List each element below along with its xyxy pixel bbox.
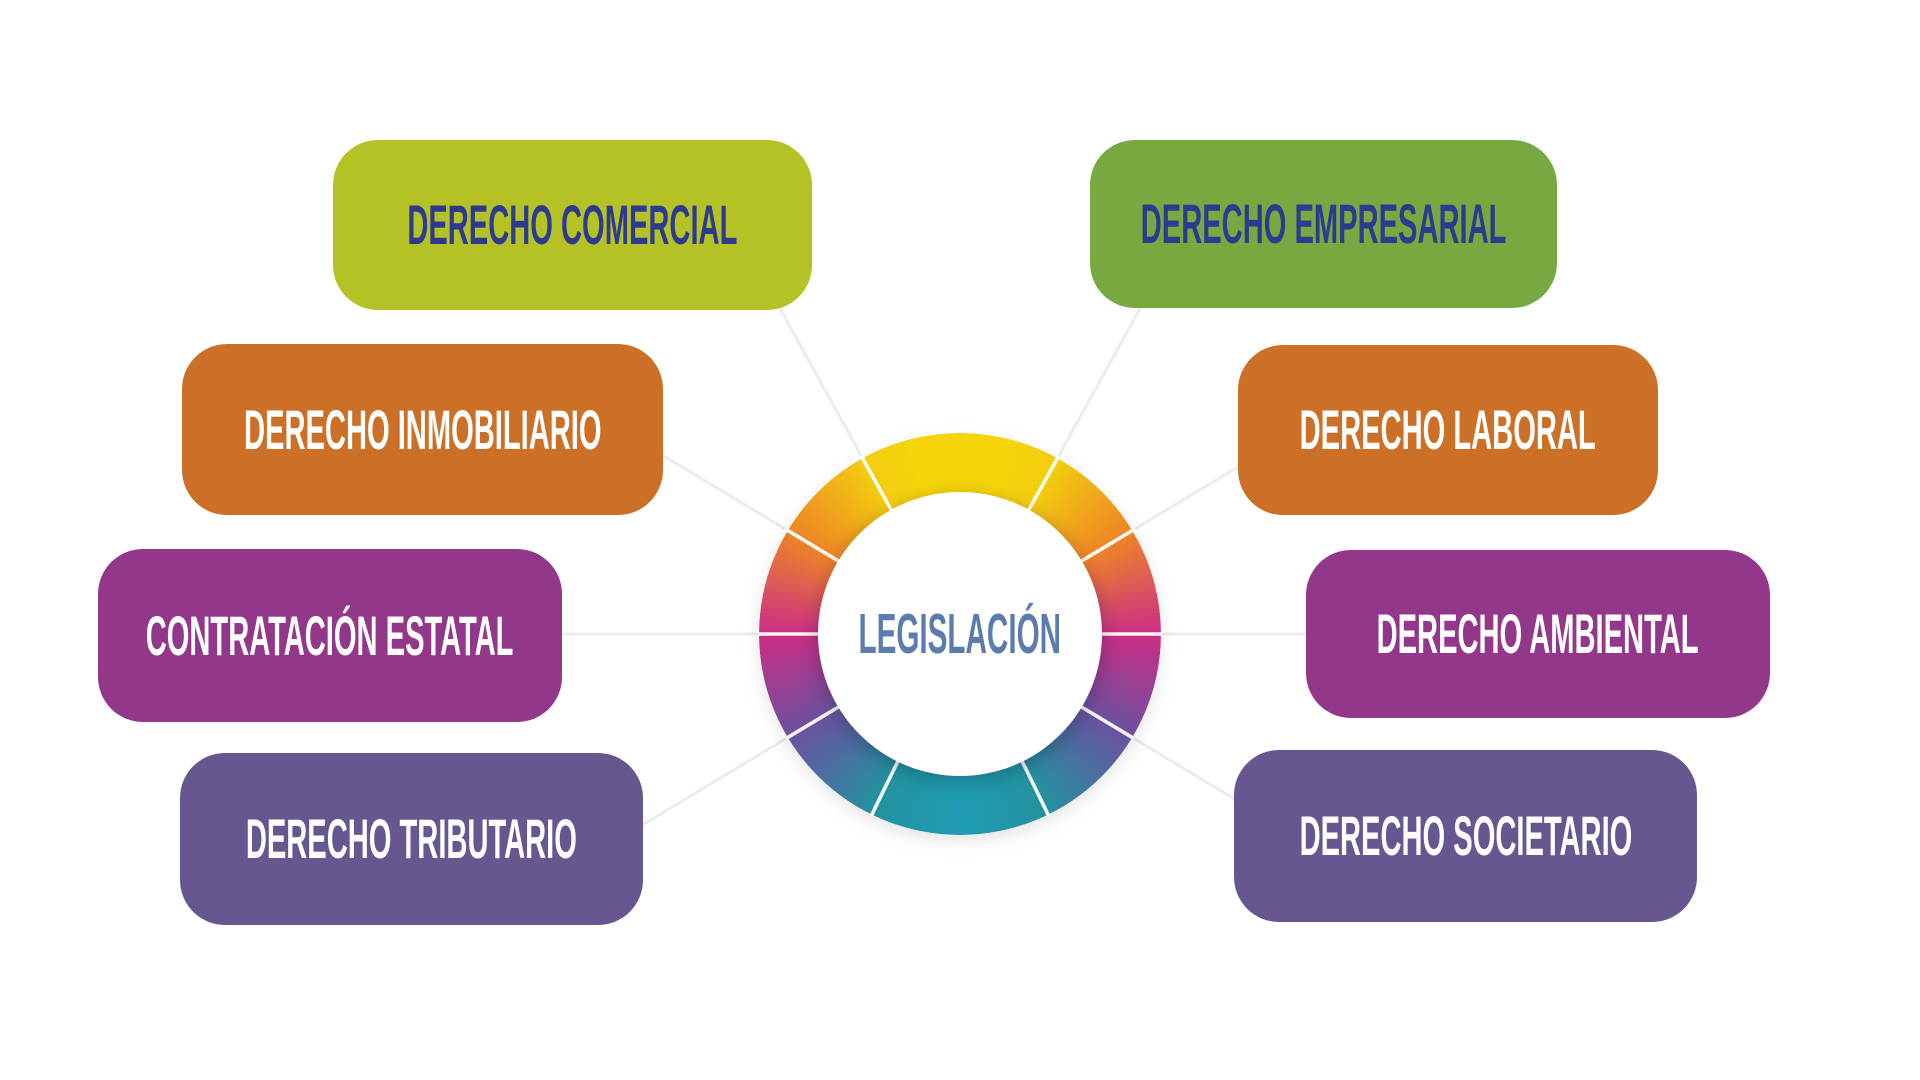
node-derecho-laboral: DERECHO LABORAL (1238, 345, 1658, 515)
node-label: DERECHO TRIBUTARIO (245, 807, 578, 870)
node-derecho-empresarial: DERECHO EMPRESARIAL (1090, 140, 1557, 308)
node-label: DERECHO AMBIENTAL (1377, 602, 1699, 665)
node-label: DERECHO INMOBILIARIO (243, 397, 602, 461)
node-derecho-inmobiliario: DERECHO INMOBILIARIO (182, 344, 663, 515)
node-derecho-societario: DERECHO SOCIETARIO (1234, 750, 1697, 922)
node-derecho-tributario: DERECHO TRIBUTARIO (180, 753, 643, 925)
node-label: DERECHO COMERCIAL (407, 193, 738, 256)
node-contratacion-estatal: CONTRATACIÓN ESTATAL (98, 549, 562, 722)
center-title: LEGISLACIÓN (858, 601, 1062, 666)
node-label: CONTRATACIÓN ESTATAL (146, 603, 514, 667)
node-derecho-ambiental: DERECHO AMBIENTAL (1306, 550, 1770, 718)
node-label: DERECHO SOCIETARIO (1299, 804, 1632, 867)
ring-segment-dividers (758, 454, 1162, 817)
center-hub: LEGISLACIÓN (818, 492, 1102, 776)
node-label: DERECHO LABORAL (1299, 398, 1597, 461)
node-derecho-comercial: DERECHO COMERCIAL (333, 140, 812, 310)
node-label: DERECHO EMPRESARIAL (1140, 192, 1507, 255)
